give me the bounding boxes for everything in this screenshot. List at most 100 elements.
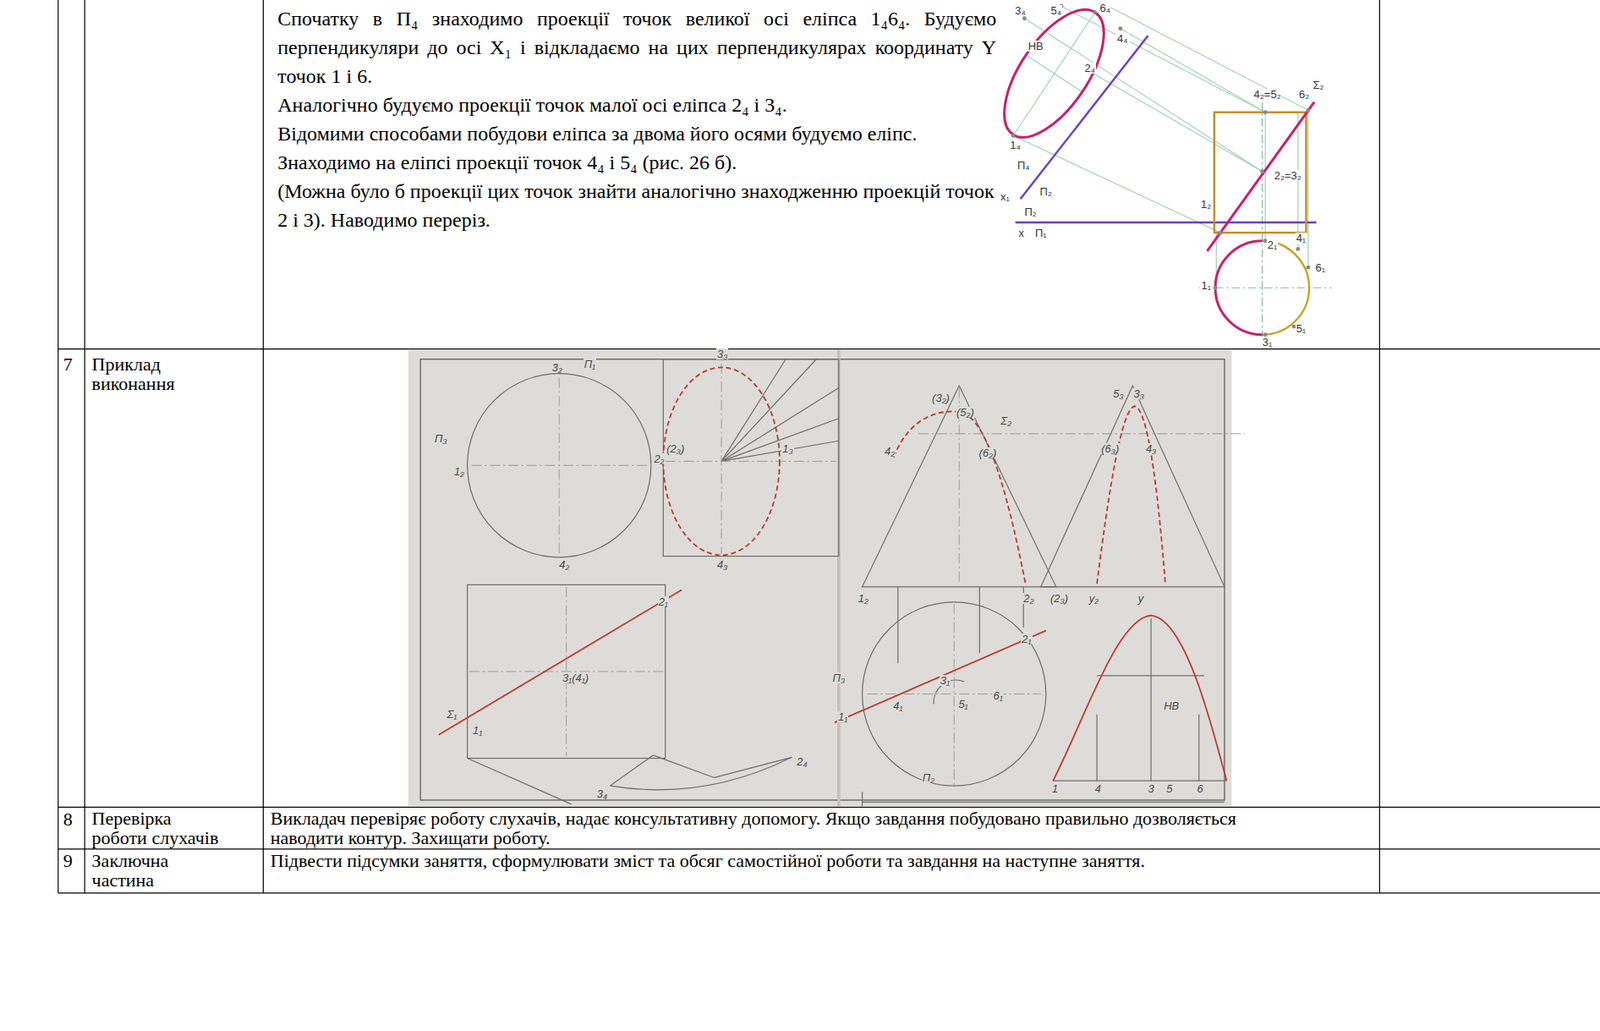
photo-annotation: 4₃: [716, 558, 729, 570]
page-drawing: [58, 0, 1600, 894]
point-label: x: [1018, 227, 1026, 239]
point-dot: [1218, 230, 1223, 236]
point-dot: [1295, 246, 1300, 252]
pencil-drawing: [721, 440, 839, 461]
red-construction: [834, 630, 1047, 724]
point-label: 4₄: [1116, 32, 1129, 44]
photo-annotation: (5₂): [955, 406, 976, 418]
photo-annotation: П₃: [832, 672, 847, 684]
photo-annotation: П₃: [433, 432, 449, 444]
photo-annotation: (3₂): [931, 392, 951, 404]
table-grid: [58, 0, 1600, 894]
pencil-center-line: [665, 460, 838, 462]
cylinder-front-view: [1214, 112, 1307, 233]
row-text: Підвести підсумки заняття, сформулювати …: [270, 850, 1344, 871]
point-label: 2₂=3₂: [1273, 169, 1303, 181]
photo-annotation: 5₁: [957, 698, 969, 710]
point-dot: [1117, 26, 1123, 31]
instruction-text: Спочатку в П₄ знаходимо проекції точок в…: [277, 4, 997, 91]
center-line: [1199, 102, 1332, 348]
point-label: П₁: [1034, 227, 1048, 239]
point-dot: [1011, 4, 1311, 337]
pencil-drawing: [979, 586, 981, 653]
axis-line: [1020, 35, 1149, 199]
red-construction: [1052, 615, 1227, 781]
pencil-drawing: [1041, 385, 1225, 587]
pencil-center-line: [558, 377, 560, 556]
photo-annotation: П₁: [583, 358, 598, 370]
example-photo: [408, 350, 1233, 806]
photo-annotation: 4: [1094, 783, 1102, 795]
pencil-drawing: [467, 373, 652, 558]
photo-annotation: 3₂: [551, 361, 564, 373]
instruction-column: Спочатку в П₄ знаходимо проекції точок в…: [277, 4, 997, 235]
point-label: 2₁: [1266, 239, 1279, 251]
row-title: Заключна частина: [92, 850, 226, 890]
photo-annotation: 5: [1165, 783, 1173, 795]
table-grid: [58, 848, 1600, 850]
photo-annotation: (2₃): [1049, 592, 1069, 604]
photo-annotation: 2₄: [795, 756, 808, 768]
photo-annotation: 2₁: [1020, 633, 1032, 645]
photo-annotation: 4₂: [883, 445, 896, 457]
point-dot: [1305, 108, 1310, 113]
point-label: 6₁: [1315, 262, 1327, 274]
point-label: x₁: [999, 191, 1011, 203]
pencil-drawing: [652, 755, 714, 779]
photo-annotation: 2₂: [652, 453, 665, 465]
point-label: 3₁: [1261, 336, 1274, 348]
pencil-center-line: [471, 465, 649, 466]
photo-annotation: 4₃: [1145, 443, 1157, 455]
point-dot: [1213, 285, 1218, 291]
point-label: П₂: [1024, 206, 1038, 218]
photo-annotation: 3₁: [939, 674, 951, 686]
photo-annotation: Σ₁: [446, 708, 459, 720]
pencil-center-line: [918, 432, 1245, 434]
section-top-view: [1215, 241, 1263, 335]
pencil-drawing: [714, 756, 793, 778]
projection-line: [1120, 28, 1266, 113]
red-construction: [1096, 405, 1166, 584]
projection-line: [1013, 5, 1309, 288]
instruction-text: Знаходимо на еліпсі проекції точок 4₄ і …: [277, 147, 997, 177]
point-dot: [1305, 265, 1310, 270]
pencil-center-line: [721, 363, 723, 555]
point-label: 6₂: [1298, 88, 1310, 100]
pencil-drawing: [862, 602, 1047, 786]
red-construction: [438, 367, 1228, 781]
pencil-center-line: [469, 363, 1245, 787]
point-label: 5₄: [1050, 5, 1064, 17]
photo-annotation: 6₁: [991, 690, 1003, 702]
photo-annotation: 5₃: [1112, 388, 1124, 400]
photo-annotation: 4₁: [892, 700, 904, 712]
point-label: 3₄: [1013, 5, 1027, 17]
photo-annotation: (6₂): [978, 447, 998, 459]
point-dot: [1263, 109, 1268, 115]
row-number: 7: [63, 354, 84, 374]
photo-annotation: 1₁: [837, 711, 849, 723]
photo-annotation: 3₃: [716, 348, 729, 360]
axis-line: [1015, 221, 1317, 224]
pencil-drawing: [862, 801, 1225, 803]
point-dot: [1011, 133, 1016, 138]
row-text: Викладач перевіряє роботу слухачів, нада…: [270, 808, 1282, 848]
point-label: 1₁: [1200, 279, 1212, 291]
pencil-drawing: [1096, 714, 1098, 781]
section-plane: [1206, 102, 1315, 252]
pencil-drawing: [861, 791, 863, 806]
table-grid: [58, 348, 1600, 350]
projection-line: [1107, 5, 1309, 110]
point-label: 4₂=5₂: [1253, 88, 1283, 100]
photo-annotation: Σ₂: [999, 415, 1013, 427]
point-label: П₂: [1039, 186, 1053, 198]
pencil-drawing: [721, 359, 786, 462]
point-dot: [1092, 10, 1097, 15]
pencil-drawing: [610, 756, 793, 790]
row-number: 8: [63, 809, 84, 829]
photo-annotation: 3₄: [596, 788, 609, 800]
pencil-drawing: [663, 359, 839, 557]
table-grid: [58, 892, 1600, 894]
point-dot: [1022, 16, 1027, 21]
